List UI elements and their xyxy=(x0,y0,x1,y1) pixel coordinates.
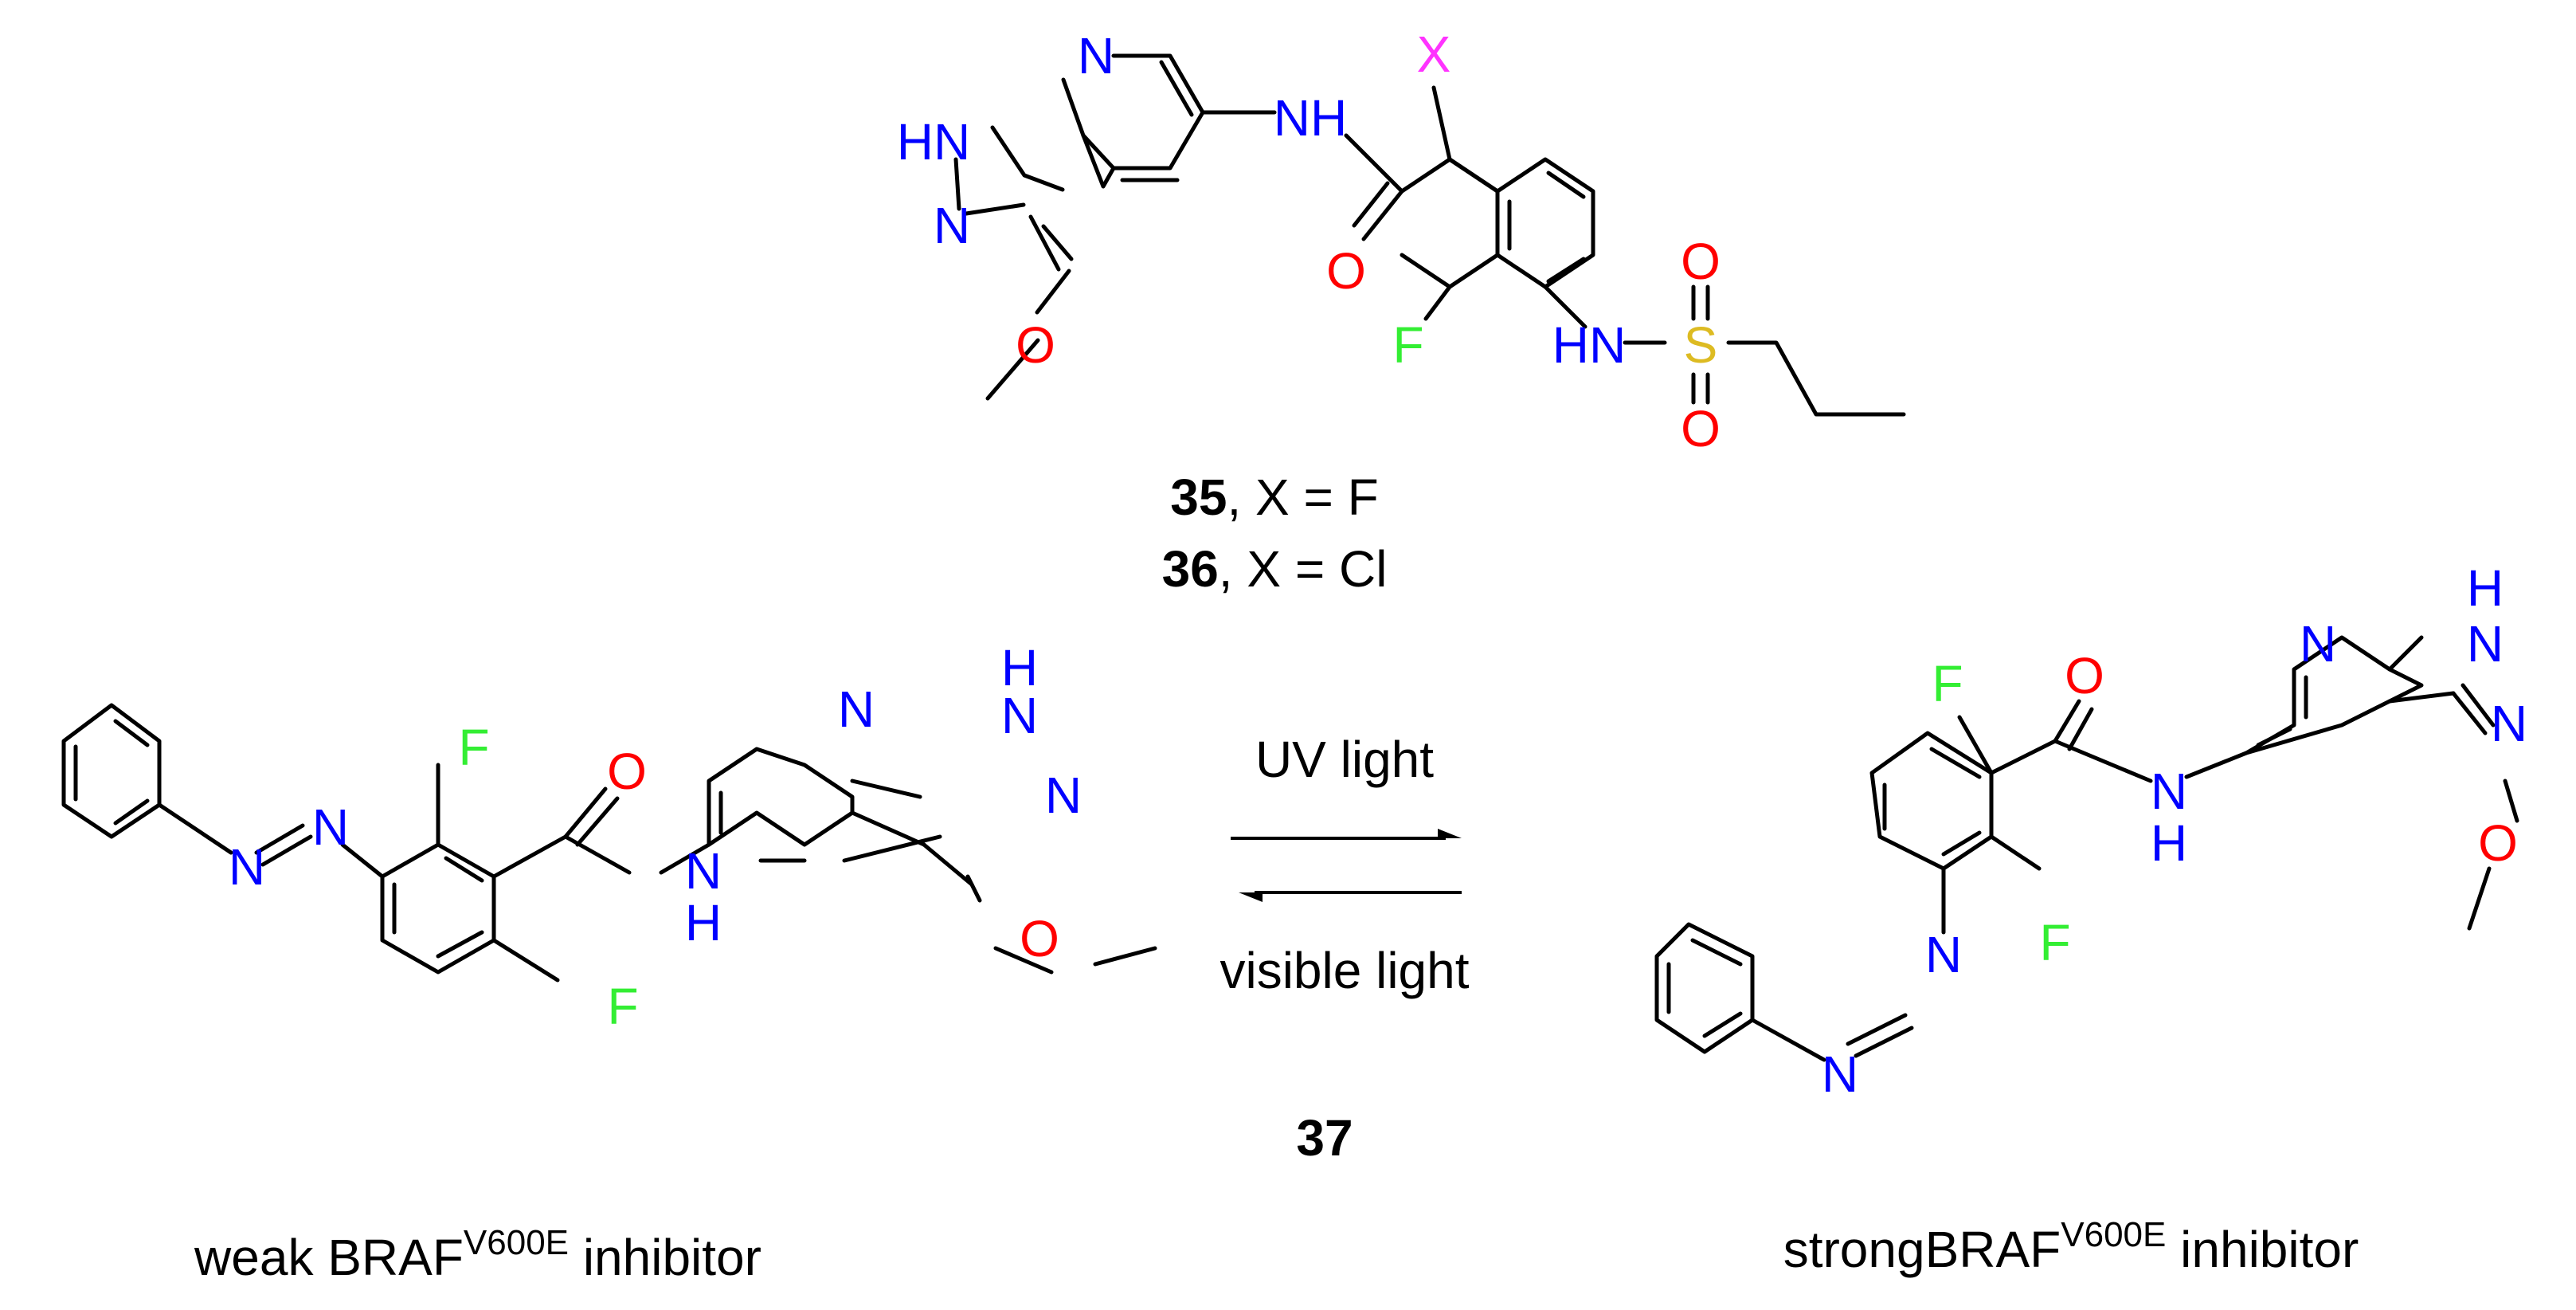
uv-light-label: UV light xyxy=(1255,731,1434,788)
sulfur-label: S xyxy=(1684,316,1718,374)
azo-n1-label: N xyxy=(1925,926,1962,983)
compound-label-35: 35, X = F xyxy=(1170,469,1378,526)
compound-37-cis-bonds xyxy=(1654,635,2519,1062)
weak-inhibitor-caption: weak BRAFV600E inhibitor xyxy=(194,1223,761,1286)
pyrazole-nh-h-label: H xyxy=(2467,559,2504,617)
carbonyl-o-label: O xyxy=(2065,647,2104,704)
fluorine-bottom-label: F xyxy=(607,978,638,1035)
amide-n-label: N xyxy=(2151,763,2187,820)
pyrazole-nh-h-label: H xyxy=(1001,639,1038,696)
pyridine-n-label: N xyxy=(2300,615,2336,673)
compound-number-35: 35 xyxy=(1170,469,1227,526)
amide-n-label: N xyxy=(685,842,722,900)
compound-number-37: 37 xyxy=(1296,1109,1353,1167)
caption-weak-prefix: weak BRAF xyxy=(194,1229,464,1286)
compound-label-36: 36, X = Cl xyxy=(1162,540,1388,598)
pyrazole-nh-n-label: N xyxy=(1001,687,1038,744)
carbonyl-o-label: O xyxy=(607,743,647,800)
fluorine-label: F xyxy=(1392,316,1423,374)
caption-strong-prefix: strongBRAF xyxy=(1783,1221,2061,1278)
compound-37-trans-bonds xyxy=(61,703,1157,982)
pyridine-n-label: N xyxy=(838,680,875,738)
sulfonyl-o-bottom-label: O xyxy=(1681,400,1721,457)
caption-weak-superscript: V600E xyxy=(464,1223,569,1262)
amide-nh-label: NH xyxy=(1274,89,1347,147)
pyridine-n-label: N xyxy=(1078,27,1114,84)
fluorine-top-label: F xyxy=(1932,655,1963,712)
azo-n2-label: N xyxy=(312,798,349,856)
pyrazole-n-label: N xyxy=(2491,695,2527,752)
amide-h-label: H xyxy=(685,894,722,951)
sulfonyl-o-top-label: O xyxy=(1681,233,1721,290)
forward-arrowhead xyxy=(1438,829,1462,838)
compound-36-definition: , X = Cl xyxy=(1219,540,1388,598)
fluorine-bottom-label: F xyxy=(2039,914,2070,971)
methoxy-o-label: O xyxy=(1016,316,1055,374)
equilibrium-arrows: UV light visible light 37 xyxy=(1219,731,1469,1167)
methoxy-o-label: O xyxy=(2478,814,2518,872)
compound-35-label: 35, X = F xyxy=(1170,469,1378,526)
sulfonamide-nh-label: HN xyxy=(1552,316,1626,374)
caption-strong-suffix: inhibitor xyxy=(2166,1221,2359,1278)
compound-35-definition: , X = F xyxy=(1227,469,1378,526)
visible-light-label: visible light xyxy=(1219,942,1469,999)
compound-35-36-structure: X N HN N NH O O F HN S O O xyxy=(897,25,1906,457)
strong-inhibitor-caption: strongBRAFV600E inhibitor xyxy=(1783,1215,2359,1278)
compound-37-trans-structure: N N F F O N H N N H N O xyxy=(61,639,1157,1035)
reverse-arrowhead xyxy=(1239,892,1263,902)
compound-35-36-bonds xyxy=(953,53,1906,417)
substituent-x-label: X xyxy=(1417,25,1451,83)
compound-number-36: 36 xyxy=(1162,540,1219,598)
methoxy-o-label: O xyxy=(1020,910,1059,967)
fluorine-top-label: F xyxy=(458,719,489,776)
compound-37-cis-structure: F O N H N N N H F N N O xyxy=(1654,559,2527,1103)
carbonyl-o-label: O xyxy=(1326,242,1366,300)
pyrazole-nh-n-label: N xyxy=(2467,615,2504,673)
azo-n2-label: N xyxy=(1822,1045,1858,1103)
azo-n1-label: N xyxy=(229,838,265,896)
caption-weak-suffix: inhibitor xyxy=(569,1229,761,1286)
compound-36-label: 36, X = Cl xyxy=(1162,540,1388,598)
amide-h-label: H xyxy=(2151,814,2187,872)
pyrazole-n-label: N xyxy=(1045,767,1082,824)
caption-strong-superscript: V600E xyxy=(2061,1215,2166,1254)
pyrazole-nh-label: HN xyxy=(897,113,970,171)
pyrazole-n-label: N xyxy=(934,197,970,254)
